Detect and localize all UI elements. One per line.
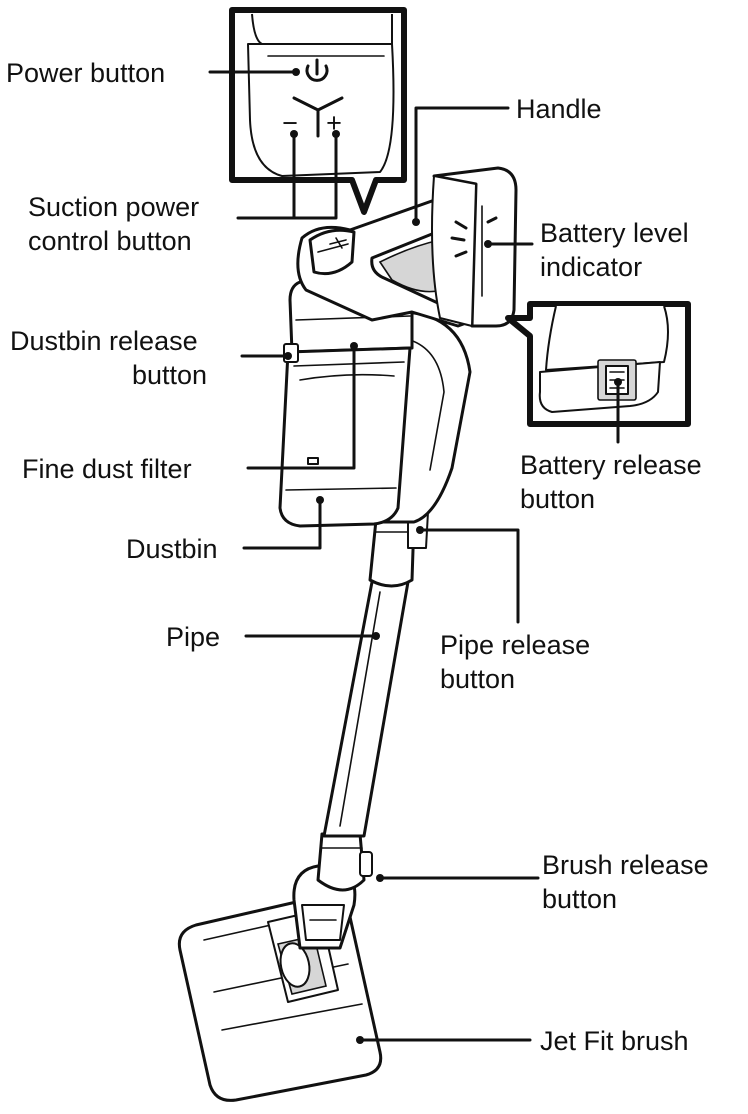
control-panel-callout: − +: [229, 7, 407, 215]
label-dustbin-release-line2: button: [132, 360, 207, 390]
brush-release-collar-drawing: [316, 832, 373, 892]
label-pipe: Pipe: [166, 622, 220, 652]
pipe-release-collar-drawing: [368, 509, 429, 588]
label-brush-release-line2: button: [542, 884, 617, 914]
label-battery-release-line1: Battery release: [520, 450, 702, 480]
leader-lines: [208, 68, 622, 1044]
vacuum-illustration: [177, 166, 518, 1102]
part-labels: Power button Handle Suction power contro…: [6, 58, 709, 1056]
label-dustbin-release-line1: Dustbin release: [10, 326, 198, 356]
battery-release-callout: [505, 301, 691, 427]
label-pipe-release-line2: button: [440, 664, 515, 694]
label-suction-line1: Suction power: [28, 192, 199, 222]
pipe-drawing: [322, 580, 410, 838]
plus-sign: +: [326, 108, 342, 138]
label-suction-line2: control button: [28, 226, 192, 256]
label-power-button: Power button: [6, 58, 165, 88]
label-fine-dust-filter: Fine dust filter: [22, 454, 192, 484]
label-pipe-release-line1: Pipe release: [440, 630, 590, 660]
label-battery-release-line2: button: [520, 484, 595, 514]
label-brush-release-line1: Brush release: [542, 850, 709, 880]
label-battery-level-line1: Battery level: [540, 218, 689, 248]
label-jet-fit-brush: Jet Fit brush: [540, 1026, 689, 1056]
power-icon: [305, 58, 329, 82]
label-battery-level-line2: indicator: [540, 252, 642, 282]
label-handle: Handle: [516, 94, 602, 124]
jet-fit-brush-drawing: [177, 894, 383, 1102]
label-dustbin: Dustbin: [126, 534, 218, 564]
battery-pack-drawing: [431, 166, 518, 328]
